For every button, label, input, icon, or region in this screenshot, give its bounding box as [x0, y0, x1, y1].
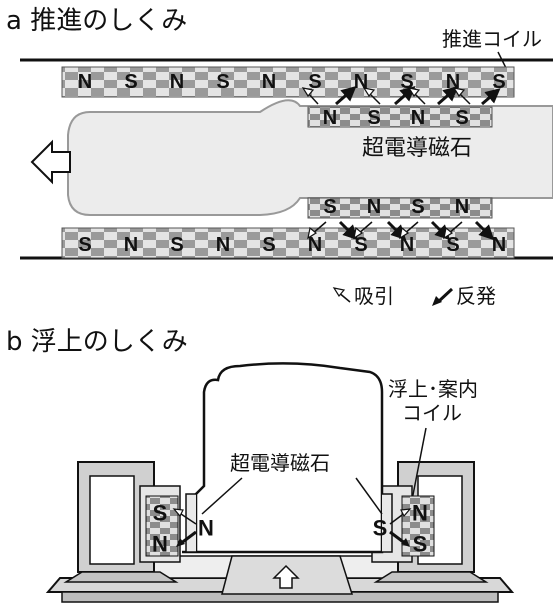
levitation-coil-label-line2: コイル: [402, 401, 462, 425]
bottom-magnet-pole-2: S: [411, 196, 424, 218]
vehicle-cross-section: [182, 362, 384, 554]
top-coil-pole-5: S: [308, 71, 321, 93]
repel-arrow-icon: [432, 287, 454, 306]
top-coil-pole-9: S: [492, 71, 505, 93]
left-levitation-coil: [145, 495, 179, 557]
right-coil-pole-bottom: S: [413, 532, 428, 557]
left-coil-pole-top: S: [153, 501, 168, 526]
bottom-magnet-pole-0: S: [323, 196, 336, 218]
bottom-magnet-pole-3: N: [455, 196, 469, 218]
repel-label: 反発: [456, 284, 496, 308]
top-coil-pole-6: N: [354, 71, 368, 93]
bottom-coil-pole-5: N: [308, 234, 322, 256]
bottom-coil-pole-4: S: [262, 234, 275, 256]
bottom-coil-pole-1: N: [124, 234, 138, 256]
bottom-coil-pole-3: N: [216, 234, 230, 256]
top-coil-pole-1: S: [124, 71, 137, 93]
section-a-heading: a 推進のしくみ: [6, 6, 187, 36]
force-legend: 吸引 反発: [332, 284, 496, 308]
top-coil-pole-3: S: [216, 71, 229, 93]
attract-label: 吸引: [354, 284, 394, 308]
bottom-coil-pole-6: S: [354, 234, 367, 256]
levitation-up-arrow-icon: [272, 564, 300, 589]
top-magnet-pole-0: N: [323, 107, 337, 129]
attract-arrow-icon: [332, 287, 351, 303]
bottom-coil-pole-9: N: [492, 234, 506, 256]
right-coil-pole-top: N: [412, 501, 428, 526]
direction-arrow-icon: [30, 139, 71, 185]
bottom-magnet-pole-1: N: [367, 196, 381, 218]
magnet-leader-right: [355, 477, 383, 515]
propulsion-coil-label: 推進コイル: [442, 27, 542, 51]
levitation-coil-label-line1: 浮上･案内: [388, 377, 478, 401]
magnet-label-a: 超電導磁石: [362, 136, 472, 161]
top-propulsion-coil-strip: [61, 66, 515, 98]
bottom-coil-pole-8: S: [446, 234, 459, 256]
left-coil-pole-bottom: N: [152, 532, 168, 557]
top-superconducting-magnet-strip: [307, 106, 493, 128]
section-b-heading: b 浮上のしくみ: [6, 327, 188, 357]
top-force-arrows: [301, 86, 501, 106]
top-magnet-pole-3: S: [455, 107, 468, 129]
magnet-leader-left: [201, 477, 243, 515]
bottom-coil-pole-2: S: [170, 234, 183, 256]
top-magnet-pole-2: N: [411, 107, 425, 129]
top-coil-pole-2: N: [170, 71, 184, 93]
bottom-superconducting-magnet-strip: [307, 197, 493, 219]
vehicle-body: [67, 99, 553, 216]
bottom-coil-pole-0: S: [78, 234, 91, 256]
magnet-label-b: 超電導磁石: [230, 451, 330, 475]
coil-leader-b: [411, 427, 427, 501]
top-magnet-pole-1: S: [367, 107, 380, 129]
left-magnet-pole: N: [198, 516, 214, 541]
top-coil-pole-4: N: [262, 71, 276, 93]
right-magnet-pole: S: [373, 516, 388, 541]
bottom-force-arrows: [307, 220, 495, 241]
top-coil-pole-0: N: [78, 71, 92, 93]
